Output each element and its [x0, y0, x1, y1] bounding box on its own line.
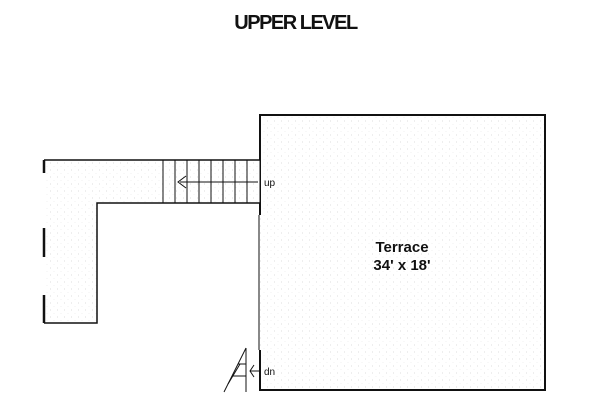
plan-title: UPPER LEVEL [234, 12, 358, 34]
stair-arrow-icon [249, 364, 255, 378]
stair-arrow-icon [177, 175, 187, 189]
terrace-label: Terrace [375, 239, 428, 256]
up-stair: up [162, 159, 276, 204]
down-stair-edge [223, 347, 247, 393]
up-label: up [264, 178, 276, 189]
down-label: dn [264, 367, 275, 378]
stair-break-line [227, 363, 241, 385]
walkway-floor [44, 160, 260, 323]
down-stair: dn [223, 347, 275, 393]
terrace-room: Terrace 34' x 18' [258, 114, 546, 391]
terrace-floor [260, 115, 545, 390]
terrace-wall [259, 114, 546, 391]
terrace-dimensions: 34' x 18' [373, 257, 430, 274]
landing-walkway [42, 159, 260, 324]
